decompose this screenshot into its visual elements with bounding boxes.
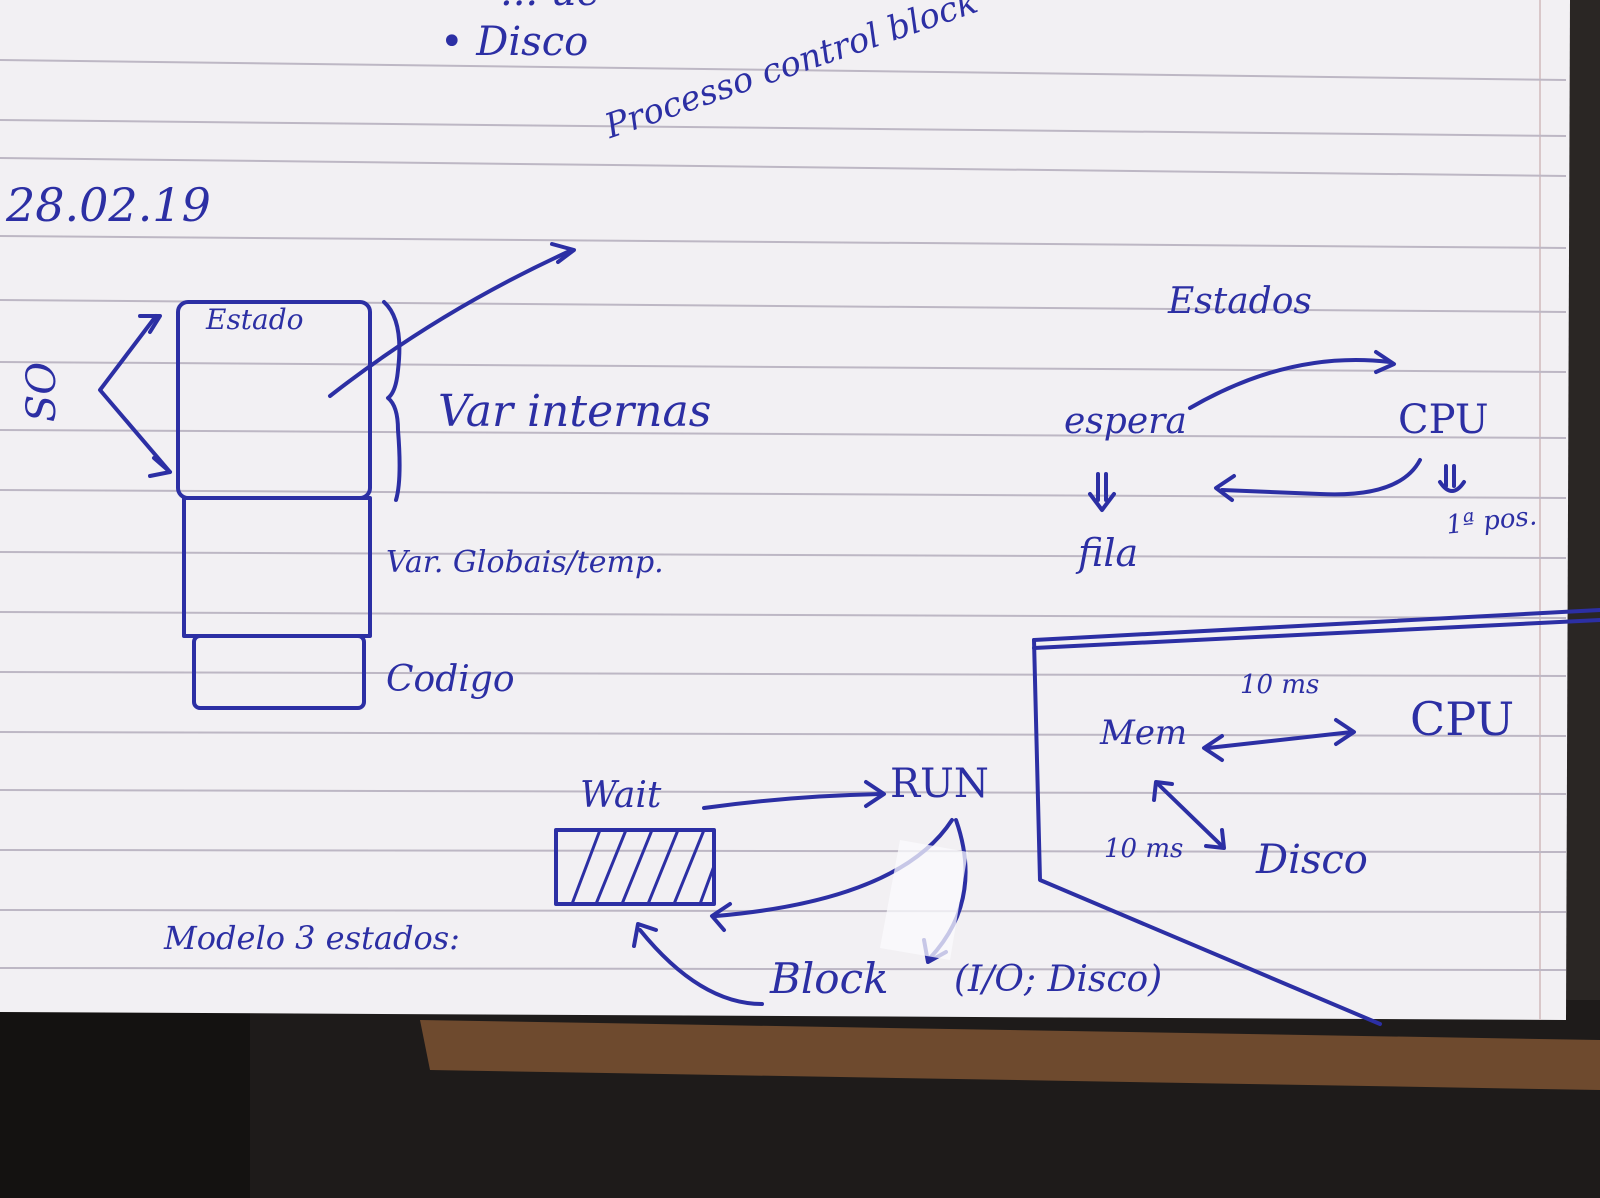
modelo-label: Modelo 3 estados: bbox=[164, 919, 460, 957]
cut-off-text: ... ue bbox=[500, 0, 600, 12]
block-to-wait-arrow bbox=[638, 928, 764, 1006]
wood-edge bbox=[420, 1020, 1600, 1090]
cpu-down-arrow bbox=[1438, 464, 1466, 493]
mem-label: Mem bbox=[1100, 713, 1188, 753]
io-label: (I/O; Disco) bbox=[954, 959, 1163, 1000]
block-label: Block bbox=[770, 954, 889, 1003]
disco-label: Disco bbox=[1256, 837, 1368, 883]
bullet-disco: • Disco bbox=[440, 19, 589, 65]
espera-down-arrow bbox=[1088, 472, 1116, 512]
run-to-wait-arrow bbox=[714, 818, 954, 918]
codigo-label: Codigo bbox=[386, 659, 515, 700]
cpu-label-top: CPU bbox=[1398, 397, 1489, 443]
frame-top bbox=[1032, 608, 1600, 642]
tape bbox=[880, 840, 968, 960]
so-bracket bbox=[98, 314, 172, 474]
wait-label: Wait bbox=[580, 775, 662, 816]
wait-to-run-arrow bbox=[702, 792, 882, 810]
espera-label: espera bbox=[1064, 401, 1187, 442]
run-label: RUN bbox=[890, 761, 989, 807]
ms-label-top: 10 ms bbox=[1240, 670, 1320, 700]
date-heading: 28.02.19 bbox=[6, 178, 211, 232]
paper-sheet bbox=[0, 0, 1570, 1020]
cpu-label-mid: CPU bbox=[1410, 692, 1515, 746]
pcb-arrow bbox=[328, 248, 574, 398]
fila-label: fila bbox=[1078, 531, 1139, 575]
frame-left bbox=[1032, 638, 1382, 1026]
var-internas-label: Var internas bbox=[438, 386, 712, 437]
ms-label-bottom: 10 ms bbox=[1104, 834, 1184, 864]
espera-to-cpu-arrow bbox=[1188, 358, 1392, 410]
ruled-lines bbox=[0, 59, 1567, 971]
cpu-to-espera-arrow bbox=[1220, 458, 1422, 497]
mem-disco-arrow bbox=[1156, 782, 1224, 848]
mem-cpu-arrow bbox=[1206, 730, 1354, 750]
so-label: SO bbox=[19, 361, 66, 423]
estados-title: Estados bbox=[1168, 281, 1312, 322]
pcb-box-codigo bbox=[192, 634, 366, 710]
estado-label: Estado bbox=[206, 303, 304, 336]
var-globais-label: Var. Globais/temp. bbox=[386, 545, 664, 580]
var-internas-brace bbox=[382, 300, 402, 502]
